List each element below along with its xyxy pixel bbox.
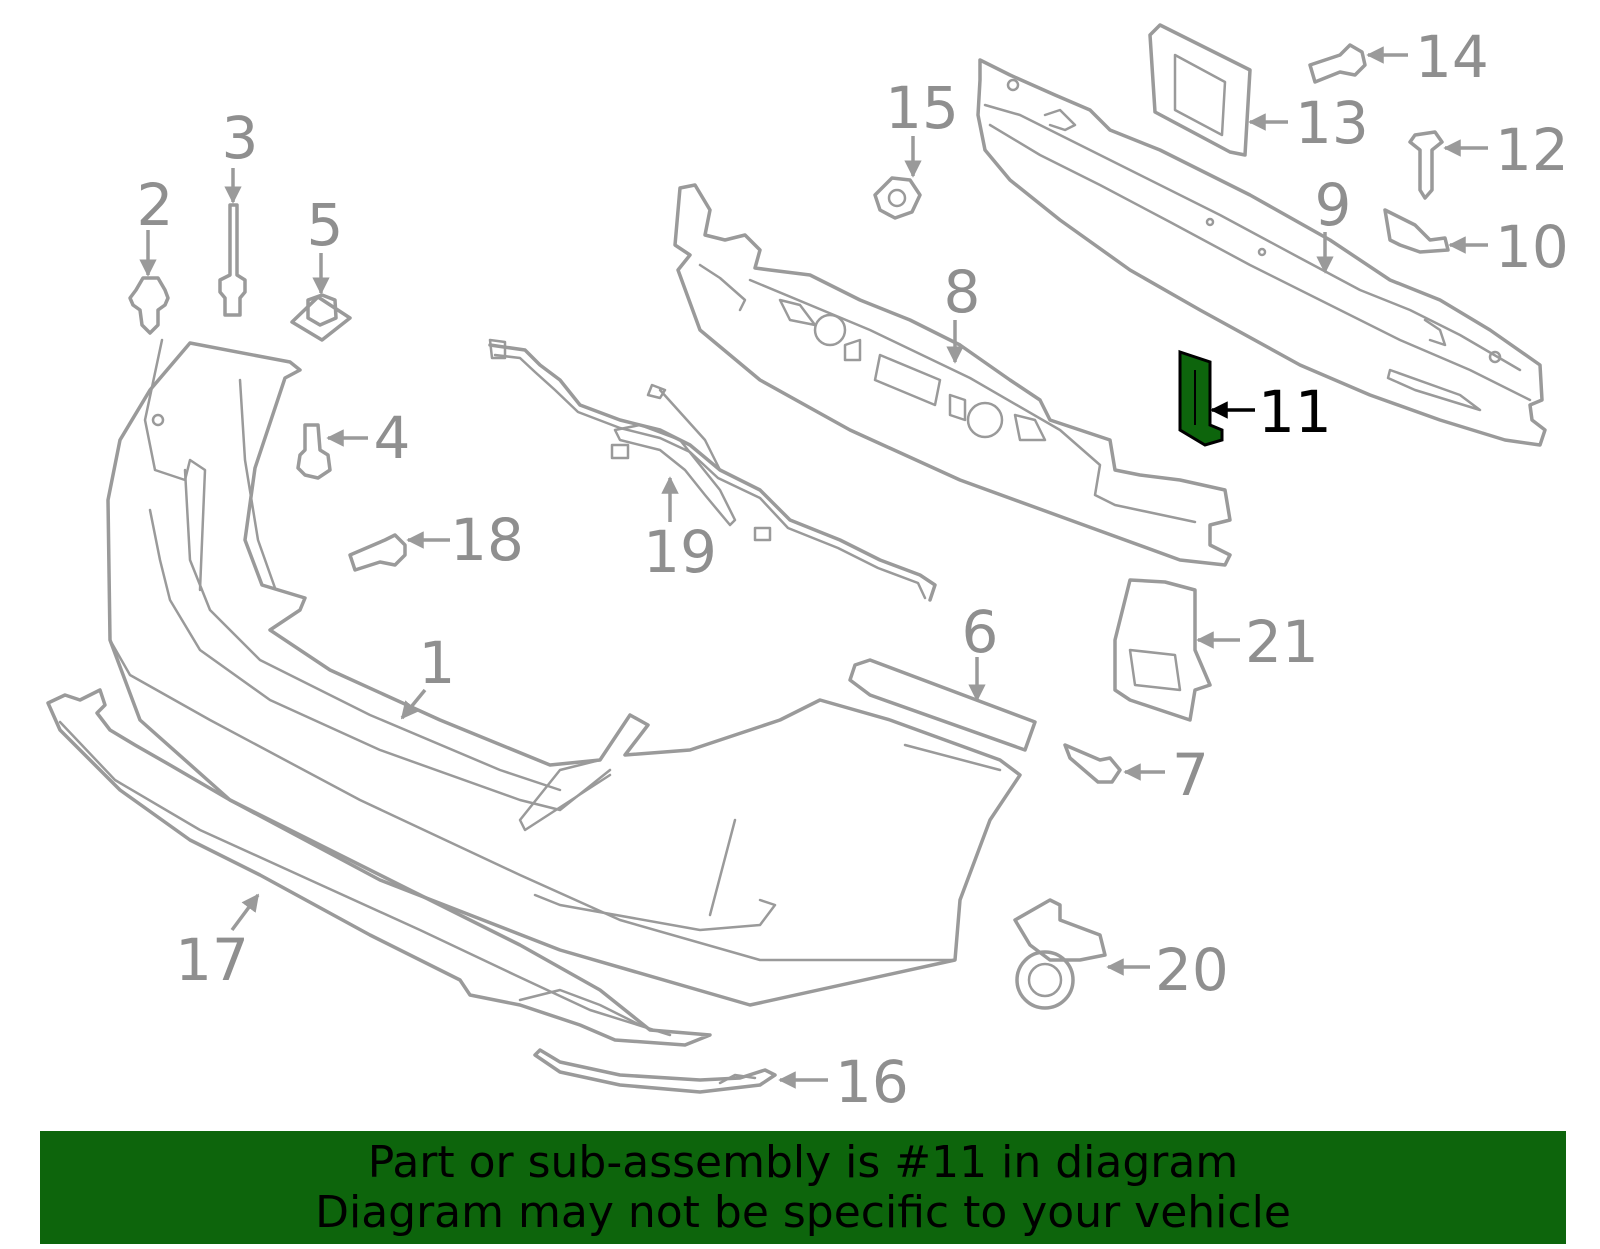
- callout-18: 18: [450, 506, 524, 574]
- callout-16: 16: [835, 1048, 909, 1116]
- callout-13: 13: [1295, 89, 1369, 157]
- part-20-sensor: [1013, 898, 1107, 1010]
- callout-3: 3: [222, 104, 259, 172]
- banner-line-part-number: Part or sub-assembly is #11 in diagram: [367, 1136, 1239, 1188]
- part-8-energy-absorber: [673, 183, 1232, 567]
- callout-21: 21: [1245, 608, 1319, 676]
- part-5-clip-nut: [290, 293, 352, 342]
- part-21-bracket: [1113, 578, 1212, 722]
- callout-5: 5: [307, 191, 344, 259]
- callout-9: 9: [1315, 171, 1352, 239]
- part-17-lower-valance: [46, 688, 712, 1047]
- callout-10: 10: [1495, 213, 1569, 281]
- callout-7: 7: [1172, 741, 1209, 809]
- part-2-push-clip: [128, 276, 170, 335]
- part-16-trim-strip: [533, 1048, 777, 1094]
- leader-lines: [139, 46, 1488, 1089]
- part-19-wiring-harness: [488, 338, 937, 602]
- callout-20: 20: [1155, 936, 1229, 1004]
- callout-numbers: 2 3 5 4 18 1 19 8 9 15 13 14 12 10 11 21…: [137, 23, 1569, 1116]
- callout-19: 19: [643, 518, 717, 586]
- part-1-bumper-cover: [106, 338, 1022, 1007]
- part-18-bolt: [348, 533, 407, 572]
- callout-15: 15: [885, 74, 959, 142]
- callout-17: 17: [175, 926, 249, 994]
- part-7-bolt: [1063, 743, 1122, 784]
- callout-11: 11: [1258, 378, 1332, 446]
- part-15-nut: [873, 176, 922, 220]
- callout-8: 8: [944, 258, 981, 326]
- callout-2: 2: [137, 171, 174, 239]
- callout-14: 14: [1415, 23, 1489, 91]
- info-banner: Part or sub-assembly is #11 in diagram D…: [40, 1131, 1566, 1244]
- part-6-bracket-strip: [848, 658, 1037, 752]
- part-3-pin: [218, 203, 247, 317]
- part-9-reinforcement-beam: [976, 58, 1547, 447]
- callout-12: 12: [1495, 116, 1569, 184]
- part-14-bolt: [1308, 43, 1367, 84]
- parts-diagram: 2 3 5 4 18 1 19 8 9 15 13 14 12 10 11 21…: [46, 23, 1569, 1116]
- part-11-bracket-highlighted: [1178, 349, 1224, 447]
- part-13-bracket: [1148, 23, 1252, 157]
- callout-6: 6: [962, 598, 999, 666]
- part-10-bracket: [1383, 208, 1450, 254]
- banner-line-disclaimer: Diagram may not be specific to your vehi…: [315, 1186, 1291, 1238]
- callout-1: 1: [419, 629, 456, 697]
- part-12-screw: [1408, 130, 1444, 200]
- part-4-screw: [296, 423, 332, 480]
- callout-4: 4: [374, 404, 411, 472]
